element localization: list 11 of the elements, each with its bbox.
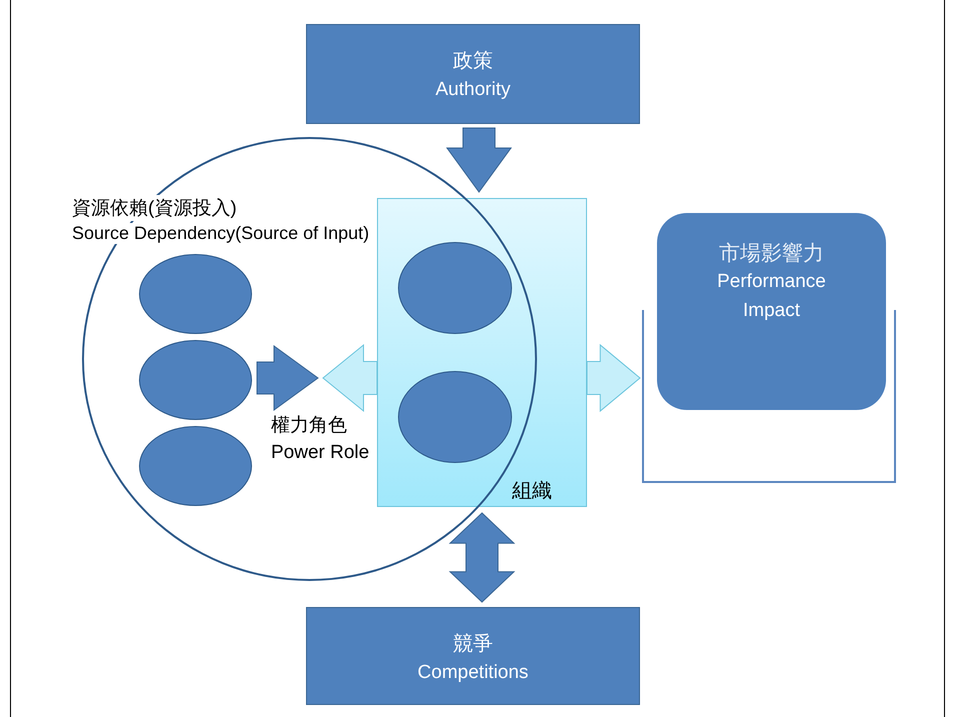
heading: 政策 <box>452 49 494 74</box>
rounded-box <box>657 213 886 410</box>
label: Authority <box>434 79 512 101</box>
label: Performance Impact <box>716 270 827 323</box>
label: Competitions <box>416 662 530 684</box>
edge-label: 權力角色 Power Role <box>271 414 370 465</box>
label: 組織 <box>512 479 552 504</box>
heading: 競爭 <box>452 632 494 657</box>
process-box <box>306 607 640 705</box>
process-box <box>306 24 640 124</box>
heading: 市場影響力 <box>718 241 825 267</box>
